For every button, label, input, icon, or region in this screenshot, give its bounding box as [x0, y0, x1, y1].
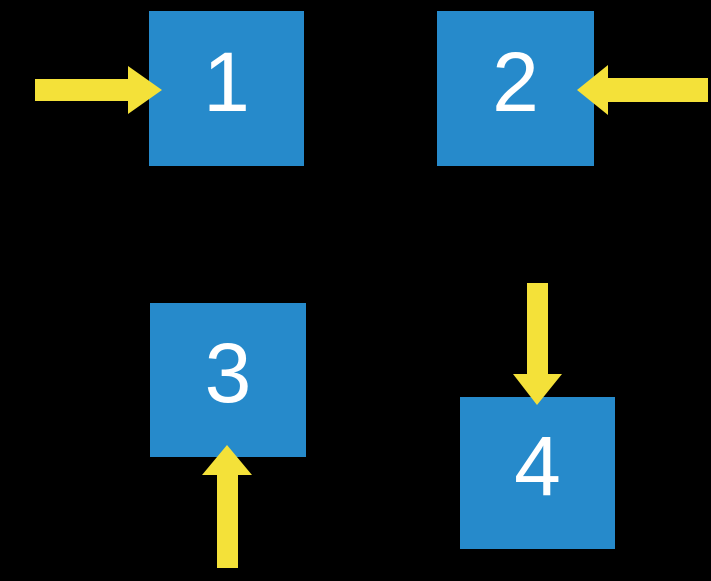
- arrow-down-icon: [513, 283, 562, 405]
- square-2-label: 2: [492, 40, 539, 124]
- arrow-right-icon: [35, 66, 162, 114]
- arrow-up-icon: [202, 445, 252, 568]
- square-3-label: 3: [205, 331, 252, 415]
- arrow-left-icon: [577, 65, 708, 115]
- square-1-label: 1: [203, 40, 250, 124]
- square-2: 2: [437, 11, 594, 166]
- square-4-label: 4: [514, 424, 561, 508]
- square-1: 1: [149, 11, 304, 166]
- square-4: 4: [460, 397, 615, 549]
- square-3: 3: [150, 303, 306, 457]
